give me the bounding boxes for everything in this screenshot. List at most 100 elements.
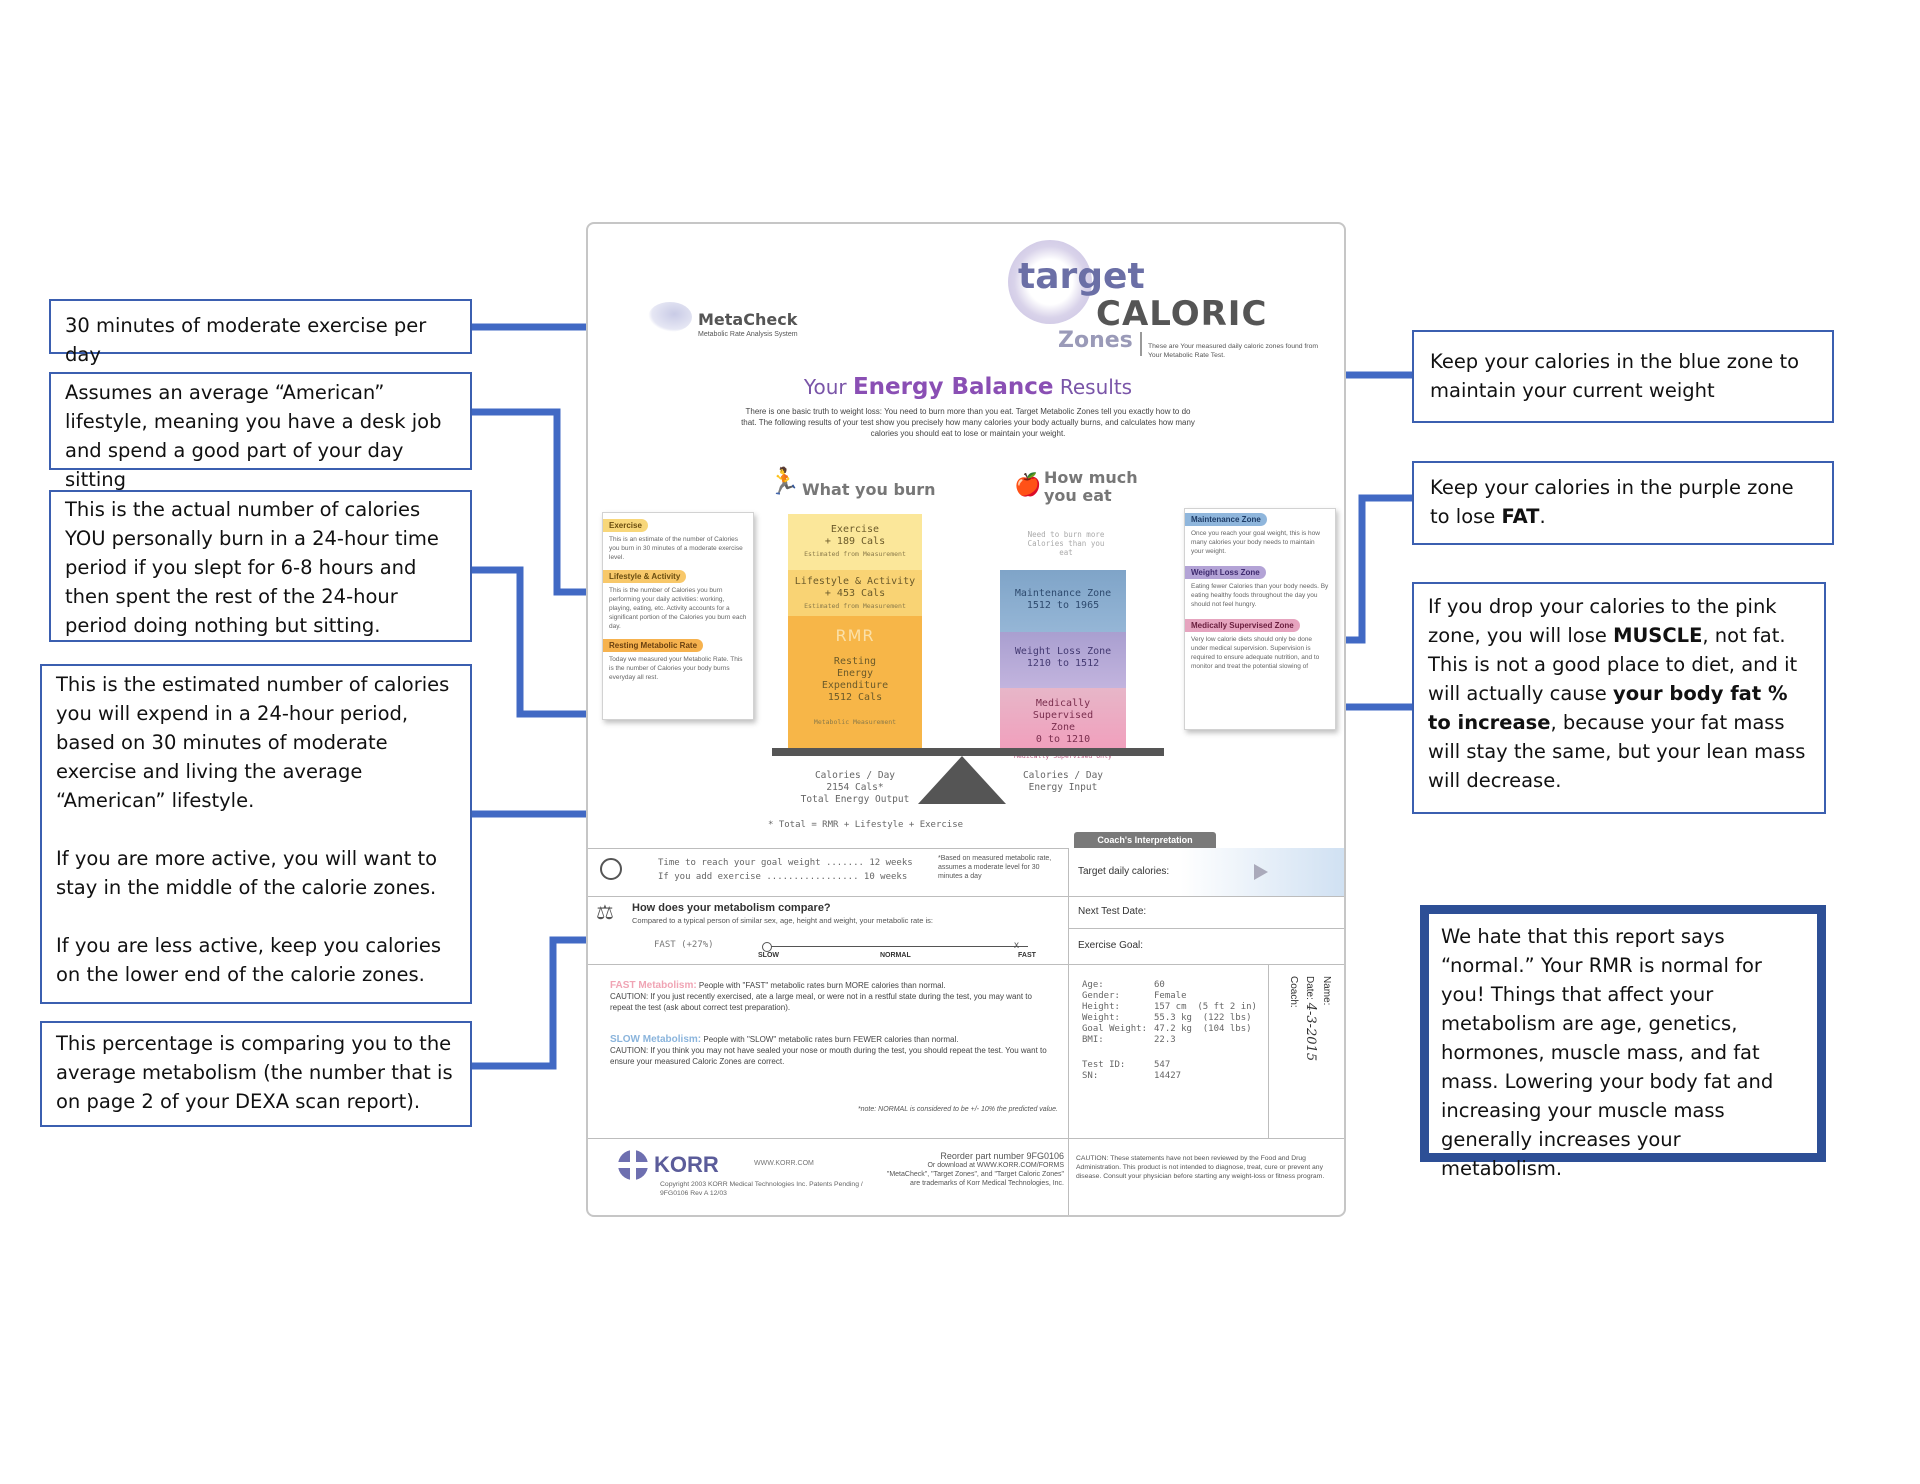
card-tag-maintenance: Maintenance Zone [1185,513,1267,526]
stat-value: 60 [1154,980,1165,990]
korr-url: WWW.KORR.COM [754,1160,814,1167]
logo-caloric: CALORIC [1096,294,1268,334]
metacheck-brand: MetaCheck [698,310,798,329]
stat-key: Weight: [1082,1013,1120,1023]
target-daily-arrow-icon [1254,864,1268,880]
left-info-cards: Exercise This is an estimate of the numb… [602,512,754,720]
input-line-2: Energy Input [1028,782,1098,793]
burn-lifestyle-segment: Lifestyle & Activity + 453 Cals Estimate… [788,570,922,616]
medical-label: Medically Supervised Zone [1032,698,1094,733]
metacheck-swoosh-icon [648,302,692,332]
weightloss-value: 1210 to 1512 [1026,658,1100,669]
stats-block: Age:60 Gender:Female Height:157 cm (5 ft… [1082,980,1257,1082]
note-normal: We hate that this report says “normal.” … [1420,905,1826,1180]
reorder-info: Reorder part number 9FG0106 Or download … [878,1152,1064,1188]
name-field: Name: [1318,976,1334,1061]
coach-column-divider [1068,848,1069,1138]
row-rule-3 [588,964,1344,965]
card-txt-maintenance: Once you reach your goal weight, this is… [1191,530,1320,555]
burn-exercise-segment: Exercise + 189 Cals Estimated from Measu… [788,514,922,570]
fast-head: FAST Metabolism: [610,980,697,991]
name-key: Name: [1321,976,1332,1006]
stat-value: 157 cm (5 ft 2 in) [1154,1002,1257,1012]
purple-text: Keep your calories in the purple zone to… [1430,476,1794,528]
medical-value: 0 to 1210 [1035,734,1091,745]
card-txt-rmr: Today we measured your Metabolic Rate. T… [609,656,743,681]
how-much-header-1: How much [1044,468,1138,487]
input-caption: Calories / Day Energy Input [1000,770,1126,794]
reorder-line-2: Or download at WWW.KORR.COM/FORMS [927,1162,1064,1169]
balance-fulcrum [918,756,1006,804]
fast-percentage: FAST (+27%) [654,940,714,950]
card-txt-exercise: This is an estimate of the number of Cal… [609,536,743,561]
resting-value: 1512 Cals [827,692,883,703]
date-field: Date: 4-3-2015 [1301,976,1318,1061]
title-energy: Energy Balance [852,374,1054,400]
patient-fields-rotated: Name: Date: 4-3-2015 Coach: [1285,976,1334,1061]
stat-row: SN:14427 [1082,1071,1257,1082]
formula-note: * Total = RMR + Lifestyle + Exercise [768,820,964,830]
note-total-text-2: If you are more active, you will want to… [56,847,438,899]
stat-row: Age: 60 [1082,980,1257,991]
note-total-text-1: This is the estimated number of calories… [56,673,450,812]
apple-icon: 🍎 [1014,472,1042,497]
note-purple-zone: Keep your calories in the purple zone to… [1412,461,1834,545]
stat-key: BMI: [1082,1035,1104,1045]
lifestyle-value: + 453 Cals [824,588,886,599]
note-rmr: This is the actual number of calories YO… [49,490,472,642]
what-you-burn-header: What you burn [802,480,936,499]
lifestyle-sub: Estimated from Measurement [804,602,906,610]
note-lifestyle-text: Assumes an average “American” lifestyle,… [65,381,442,491]
scale-slow-label: SLOW [758,952,779,959]
clock-icon [600,858,622,880]
metacheck-subtitle: Metabolic Rate Analysis System [698,331,798,338]
card-tag-weight-loss: Weight Loss Zone [1185,566,1266,579]
output-line-2: 2154 Cals* [826,782,884,793]
card-tag-rmr: Resting Metabolic Rate [603,639,704,652]
stat-value: 47.2 kg (104 lbs) [1154,1024,1252,1034]
slow-caution: CAUTION: If you think you may not have s… [610,1046,1047,1066]
stat-key: Age: [1082,980,1104,990]
stat-key: Height: [1082,1002,1120,1012]
stat-row: BMI:22.3 [1082,1035,1257,1046]
note-total-text-3: If you are less active, keep you calorie… [56,934,441,986]
stat-row: Height: 157 cm (5 ft 2 in) [1082,1002,1257,1013]
korr-brand: KORR [654,1152,719,1177]
note-total: This is the estimated number of calories… [40,664,472,1004]
report-title: Your Energy Balance Results [588,374,1344,400]
title-your: Your [803,375,853,399]
scales-icon: ⚖ [596,902,614,924]
normal-footnote: *note: NORMAL is considered to be +/- 10… [857,1106,1058,1113]
fast-body: People with "FAST" metabolic rates burn … [698,981,946,990]
rmr-label: RMR [835,626,875,645]
coach-field: Coach: [1285,976,1301,1061]
card-tag-medical: Medically Supervised Zone [1185,619,1300,632]
eat-weight-loss-zone: Weight Loss Zone 1210 to 1512 [1000,632,1126,688]
report-intro: There is one basic truth to weight loss:… [741,407,1195,438]
exercise-value: + 189 Cals [824,536,886,547]
fda-caution: CAUTION: These statements have not been … [1076,1155,1325,1180]
card-tag-exercise: Exercise [603,519,648,532]
resting-label: Resting Energy Expenditure [821,656,889,691]
exercise-goal-label: Exercise Goal: [1078,940,1144,951]
note-pink-zone-text: If you drop your calories to the pink zo… [1428,592,1810,795]
compare-title: How does your metabolism compare? [632,902,831,914]
maintenance-value: 1512 to 1965 [1026,600,1100,611]
target-daily-cell [1069,848,1344,896]
eat-medical-zone: Medically Supervised Zone 0 to 1210 Medi… [1000,688,1126,760]
fast-caution: CAUTION: If you just recently exercised,… [610,992,1032,1012]
logo-zones: Zones [1058,328,1133,353]
scale-normal-label: NORMAL [880,952,911,959]
purple-end: . [1539,505,1546,528]
test-id-value: 547 [1154,1060,1171,1070]
metabolism-scale-line [766,946,1028,947]
note-pink-zone: If you drop your calories to the pink zo… [1412,582,1826,814]
coach-key: Coach: [1288,976,1299,1008]
reorder-line-3: "MetaCheck", "Target Zones", and "Target… [886,1171,1064,1187]
resting-sub: Metabolic Measurement [813,718,897,726]
note-purple-zone-text: Keep your calories in the purple zone to… [1430,473,1816,531]
stat-value: Female [1154,991,1187,1001]
row-rule-1 [588,896,1344,897]
note-lifestyle: Assumes an average “American” lifestyle,… [49,372,472,491]
card-txt-medical: Very low calorie diets should only be do… [1191,636,1320,670]
